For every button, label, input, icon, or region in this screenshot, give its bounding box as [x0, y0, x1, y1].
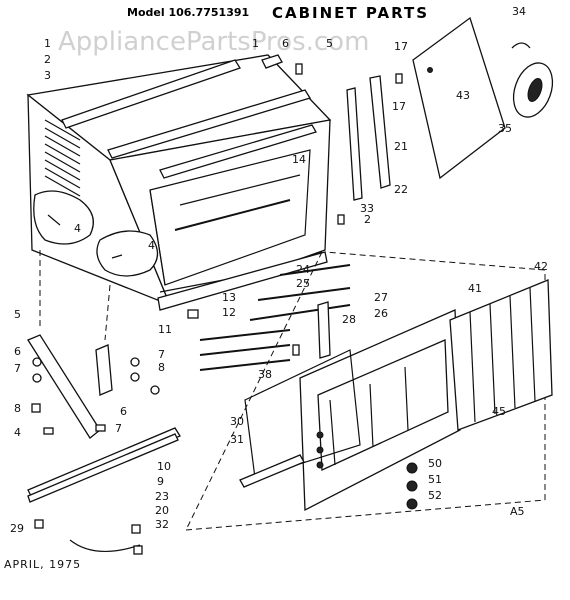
callout-1: 1 — [44, 37, 51, 50]
model-number: Model 106.7751391 — [127, 6, 249, 19]
callout-27: 27 — [374, 291, 388, 304]
callout-8: 8 — [158, 361, 165, 374]
callout-labels: 1 2 3 1 6 5 17 34 43 35 17 21 22 14 2 33… — [10, 5, 548, 535]
callout-24: 24 — [296, 263, 310, 276]
knobs — [406, 462, 418, 510]
callout-32: 32 — [155, 518, 169, 531]
callout-20: 20 — [155, 504, 169, 517]
callout-6: 6 — [282, 37, 289, 50]
callout-1b: 1 — [252, 37, 259, 50]
callout-17b: 17 — [392, 100, 406, 113]
callout-30: 30 — [230, 415, 244, 428]
diagram-code: A5 — [510, 505, 525, 518]
callout-4: 4 — [74, 222, 81, 235]
callout-7c: 7 — [115, 422, 122, 435]
cabinet-labels — [33, 190, 159, 277]
callout-41: 41 — [468, 282, 482, 295]
callout-52: 52 — [428, 489, 442, 502]
callout-4b: 4 — [148, 239, 155, 252]
callout-7b: 7 — [158, 348, 165, 361]
front-grille-panel — [299, 309, 461, 512]
callout-38: 38 — [258, 368, 272, 381]
callout-6b: 6 — [14, 345, 21, 358]
callout-31: 31 — [230, 433, 244, 446]
callout-9: 9 — [157, 475, 164, 488]
screws-top — [187, 63, 403, 319]
callout-29: 29 — [10, 522, 24, 535]
callout-43: 43 — [456, 89, 470, 102]
hardware-bottom — [34, 519, 143, 555]
top-trim-strips — [61, 54, 317, 179]
callout-45: 45 — [492, 405, 506, 418]
callout-35: 35 — [498, 122, 512, 135]
callout-5: 5 — [326, 37, 333, 50]
side-channels — [346, 75, 391, 201]
accordion-curtain — [449, 279, 553, 431]
callout-21: 21 — [394, 140, 408, 153]
callout-13: 13 — [222, 291, 236, 304]
back-panel — [412, 16, 506, 180]
callout-33: 33 — [360, 202, 374, 215]
filter-frame — [239, 349, 361, 488]
callout-4c: 4 — [14, 426, 21, 439]
louver-rails — [199, 264, 351, 371]
callout-7: 7 — [14, 362, 21, 375]
callout-42: 42 — [534, 260, 548, 273]
watermark: AppliancePartsPros.com — [58, 27, 369, 57]
callout-25: 25 — [296, 277, 310, 290]
callout-11: 11 — [158, 323, 172, 336]
callout-6c: 6 — [120, 405, 127, 418]
diagram-title: CABINET PARTS — [272, 4, 429, 22]
support-brackets — [27, 334, 160, 439]
callout-28: 28 — [342, 313, 356, 326]
callout-14: 14 — [292, 153, 306, 166]
callout-8b: 8 — [14, 402, 21, 415]
cabinet-housing — [26, 54, 332, 311]
control-knob-assembly — [511, 42, 554, 118]
callout-34: 34 — [512, 5, 526, 18]
callout-51: 51 — [428, 473, 442, 486]
callout-26: 26 — [374, 307, 388, 320]
callout-10: 10 — [157, 460, 171, 473]
bottom-rail — [27, 427, 181, 503]
callout-12: 12 — [222, 306, 236, 319]
callout-2: 2 — [44, 53, 51, 66]
callout-22: 22 — [394, 183, 408, 196]
callout-2b: 2 — [364, 213, 371, 226]
callout-17: 17 — [394, 40, 408, 53]
callout-23: 23 — [155, 490, 169, 503]
callout-3: 3 — [44, 69, 51, 82]
diagram-date: APRIL, 1975 — [4, 558, 81, 571]
callout-50: 50 — [428, 457, 442, 470]
callout-5b: 5 — [14, 308, 21, 321]
